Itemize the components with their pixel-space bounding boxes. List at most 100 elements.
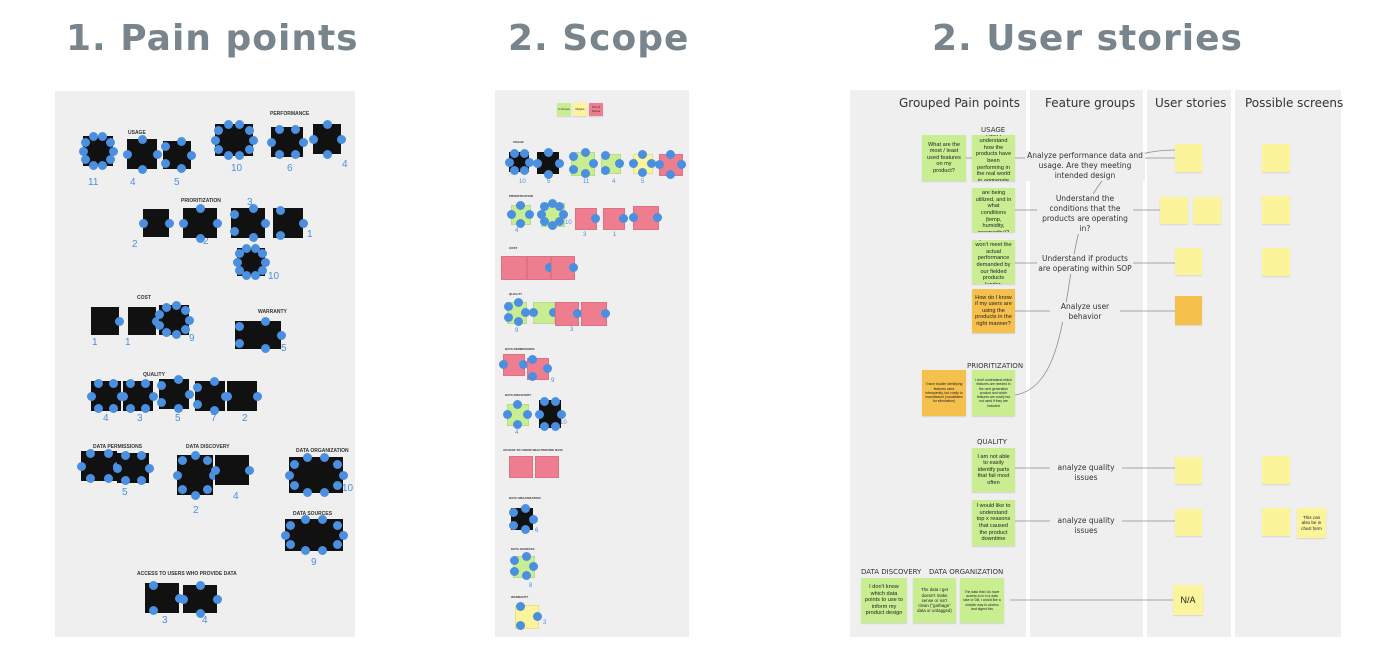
vote-count: 9 (311, 557, 317, 568)
sticky-note[interactable] (183, 585, 217, 613)
vote-dot (510, 555, 520, 565)
vote-dot (76, 461, 86, 471)
vote-dot (149, 606, 158, 616)
vote-count: 11 (88, 177, 99, 188)
pain-point-sticky[interactable]: I don't know which data points to use to… (861, 578, 907, 623)
vote-dot (318, 545, 328, 555)
vote-dot (210, 465, 220, 475)
pain-point-sticky[interactable]: The data I get doesn't make sense or isn… (913, 578, 956, 623)
column-header-user-stories: User stories (1155, 96, 1227, 110)
vote-dot (81, 137, 91, 147)
screen-sticky[interactable] (1262, 144, 1290, 172)
vote-dot (528, 561, 538, 571)
pain-point-sticky[interactable]: How do I know if my users are using the … (972, 289, 1015, 333)
vote-count: 2 (132, 239, 138, 250)
pain-point-sticky[interactable]: What features are being utilized, and in… (972, 188, 1015, 232)
sticky-note[interactable] (535, 456, 559, 478)
sticky-note[interactable] (537, 152, 559, 174)
vote-dot (520, 307, 530, 317)
vote-count: 1 (92, 337, 98, 348)
column-divider (1231, 90, 1235, 637)
section-label: WARRANTY (258, 309, 287, 315)
pain-point-sticky[interactable]: I would like to understand top x reasons… (972, 500, 1015, 546)
user-story-sticky[interactable] (1193, 197, 1221, 224)
pain-point-sticky[interactable]: What specifications won't meet the actua… (972, 240, 1015, 284)
feature-group-label: Analyze user behavior (1050, 302, 1120, 322)
vote-count: 3 (543, 620, 547, 626)
pain-point-sticky[interactable]: I am not able to easily identify parts t… (972, 448, 1015, 492)
user-story-sticky[interactable] (1175, 296, 1202, 325)
vote-dot (109, 378, 118, 388)
sticky-note[interactable] (501, 256, 527, 280)
vote-dot (508, 520, 518, 530)
vote-count: 4 (130, 177, 136, 188)
screen-sticky[interactable] (1262, 456, 1290, 484)
sticky-note[interactable] (215, 455, 249, 485)
vote-dot (85, 448, 95, 458)
screen-sticky[interactable] (1262, 508, 1290, 536)
scope-board[interactable]: In Scope Maybe Out of Scope USAGE PRIORI… (495, 90, 689, 637)
sticky-note[interactable] (313, 124, 341, 154)
column-header-possible-screens: Possible screens (1245, 96, 1344, 110)
vote-dot (155, 320, 165, 330)
sticky-note[interactable] (509, 456, 533, 478)
vote-count: 5 (641, 179, 645, 185)
section-label: DATA ORGANIZATION (509, 496, 541, 500)
vote-dot (628, 158, 638, 168)
section-label: USAGE (513, 140, 524, 144)
vote-dot (528, 514, 538, 524)
vote-dot (178, 218, 188, 228)
vote-dot (212, 218, 222, 228)
screen-sticky[interactable] (1262, 248, 1290, 276)
screen-sticky[interactable] (1262, 196, 1290, 224)
user-story-sticky[interactable] (1175, 248, 1202, 275)
na-sticky[interactable]: N/A (1173, 585, 1203, 615)
vote-dot (108, 146, 118, 156)
vote-dot (532, 611, 542, 621)
user-story-sticky[interactable] (1175, 509, 1202, 536)
vote-dot (628, 212, 638, 222)
vote-dot (512, 419, 522, 429)
section-label: USAGE (128, 130, 146, 136)
vote-dot (544, 262, 554, 272)
vote-dot (528, 307, 538, 317)
pain-point-sticky[interactable]: I don't understand which features are ne… (972, 370, 1015, 416)
vote-dot (521, 571, 531, 580)
sticky-note[interactable] (127, 139, 157, 169)
vote-dot (184, 389, 194, 399)
user-story-sticky[interactable] (1175, 457, 1202, 484)
vote-dot (652, 212, 662, 222)
pain-point-sticky[interactable]: I have trouble identifying features used… (922, 370, 966, 416)
sticky-note[interactable] (227, 381, 257, 411)
vote-count: 5 (547, 179, 551, 185)
pain-point-sticky[interactable]: The data that I do have access to is in … (960, 578, 1004, 623)
pain-points-board[interactable]: USAGE PERFORMANCE PRIORITIZATION COST WA… (55, 91, 355, 637)
vote-dot (276, 330, 286, 340)
vote-dot (210, 377, 220, 387)
legend-in-scope: In Scope (557, 103, 571, 116)
sticky-note[interactable] (91, 307, 119, 335)
pain-point-sticky[interactable]: I don't understand how the products have… (972, 135, 1015, 181)
vote-dot (260, 317, 270, 327)
vote-dot (244, 126, 254, 136)
vote-dot (94, 378, 103, 388)
vote-dot (572, 308, 582, 318)
vote-count: 10 (342, 483, 354, 494)
section-label: DATA SOURCES (293, 511, 333, 517)
vote-dot (195, 580, 205, 590)
user-story-sticky[interactable] (1175, 144, 1202, 172)
user-story-sticky[interactable] (1160, 197, 1188, 224)
vote-dot (274, 124, 284, 134)
sticky-note[interactable] (128, 307, 156, 335)
vote-dot (155, 310, 165, 320)
vote-dot (520, 504, 530, 514)
vote-dot (86, 391, 96, 401)
screen-note-sticky[interactable]: This can also be in chart form (1297, 508, 1326, 538)
vote-dot (148, 391, 158, 401)
vote-dot (141, 378, 150, 388)
pain-point-sticky[interactable]: What are the most / least used features … (922, 135, 966, 181)
sticky-note[interactable] (183, 208, 217, 238)
vote-count: 3 (162, 615, 168, 626)
sticky-note[interactable] (539, 400, 561, 428)
vote-dot (112, 463, 122, 473)
